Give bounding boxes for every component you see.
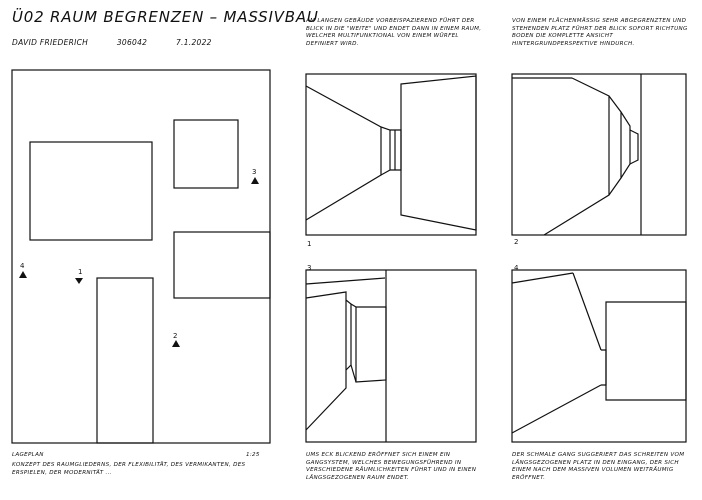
view-1-number: 1 xyxy=(307,240,311,248)
plan-label: LAGEPLAN xyxy=(12,452,44,458)
view-4-frame xyxy=(511,269,687,443)
viewpoint-2-arrow-icon xyxy=(172,340,180,347)
perspective-view-2 xyxy=(511,73,687,236)
viewpoint-1-arrow-icon xyxy=(75,278,83,284)
plan-boundary xyxy=(11,69,271,444)
sheet-title: Ü02 RAUM BEGRENZEN – MASSIVBAU xyxy=(12,8,319,26)
view-2-frame xyxy=(511,73,687,236)
perspective-view-3 xyxy=(305,269,477,443)
viewpoint-4-arrow-icon xyxy=(19,271,27,278)
viewpoint-1-label: 1 xyxy=(78,268,82,276)
view-3-description: UMS ECK BLICKEND ERÖFFNET SICH EINEM EIN… xyxy=(306,452,477,481)
view-1-frame xyxy=(305,73,477,236)
sheet-date: 7.1.2022 xyxy=(175,38,212,47)
view-3-number: 3 xyxy=(307,264,311,272)
viewpoint-3-arrow-icon xyxy=(251,177,259,184)
view-2-number: 2 xyxy=(514,238,518,246)
viewpoint-4-label: 4 xyxy=(20,262,25,270)
view-4-description: DER SCHMALE GANG SUGGERIERT DAS SCHREITE… xyxy=(512,452,685,481)
plan-cube xyxy=(173,119,239,189)
plan-block-large xyxy=(29,141,153,241)
perspective-view-4 xyxy=(511,269,687,443)
plan-block-right xyxy=(173,231,271,299)
plan-scale: 1:25 xyxy=(246,452,260,458)
site-plan xyxy=(11,69,271,444)
perspective-view-1 xyxy=(305,73,477,236)
sheet-meta: DAVID FRIEDERICH 306042 7.1.2022 xyxy=(12,38,238,47)
plan-caption: KONZEPT DES RAUMGLIEDERNS, DER FLEXIBILI… xyxy=(12,462,246,476)
plan-block-long xyxy=(96,277,154,444)
viewpoint-3-label: 3 xyxy=(252,168,256,176)
author-name: DAVID FRIEDERICH xyxy=(12,38,89,47)
view-1-description: AM LANGEN GEBÄUDE VORBEISPAZIEREND FÜHRT… xyxy=(306,18,482,47)
student-id: 306042 xyxy=(116,38,148,47)
view-2-description: VON EINEM FLÄCHENMÄSSIG SEHR ABGEGRENZTE… xyxy=(512,18,688,47)
view-3-frame xyxy=(305,269,477,443)
viewpoint-2-label: 2 xyxy=(173,332,177,340)
view-4-number: 4 xyxy=(514,264,519,272)
